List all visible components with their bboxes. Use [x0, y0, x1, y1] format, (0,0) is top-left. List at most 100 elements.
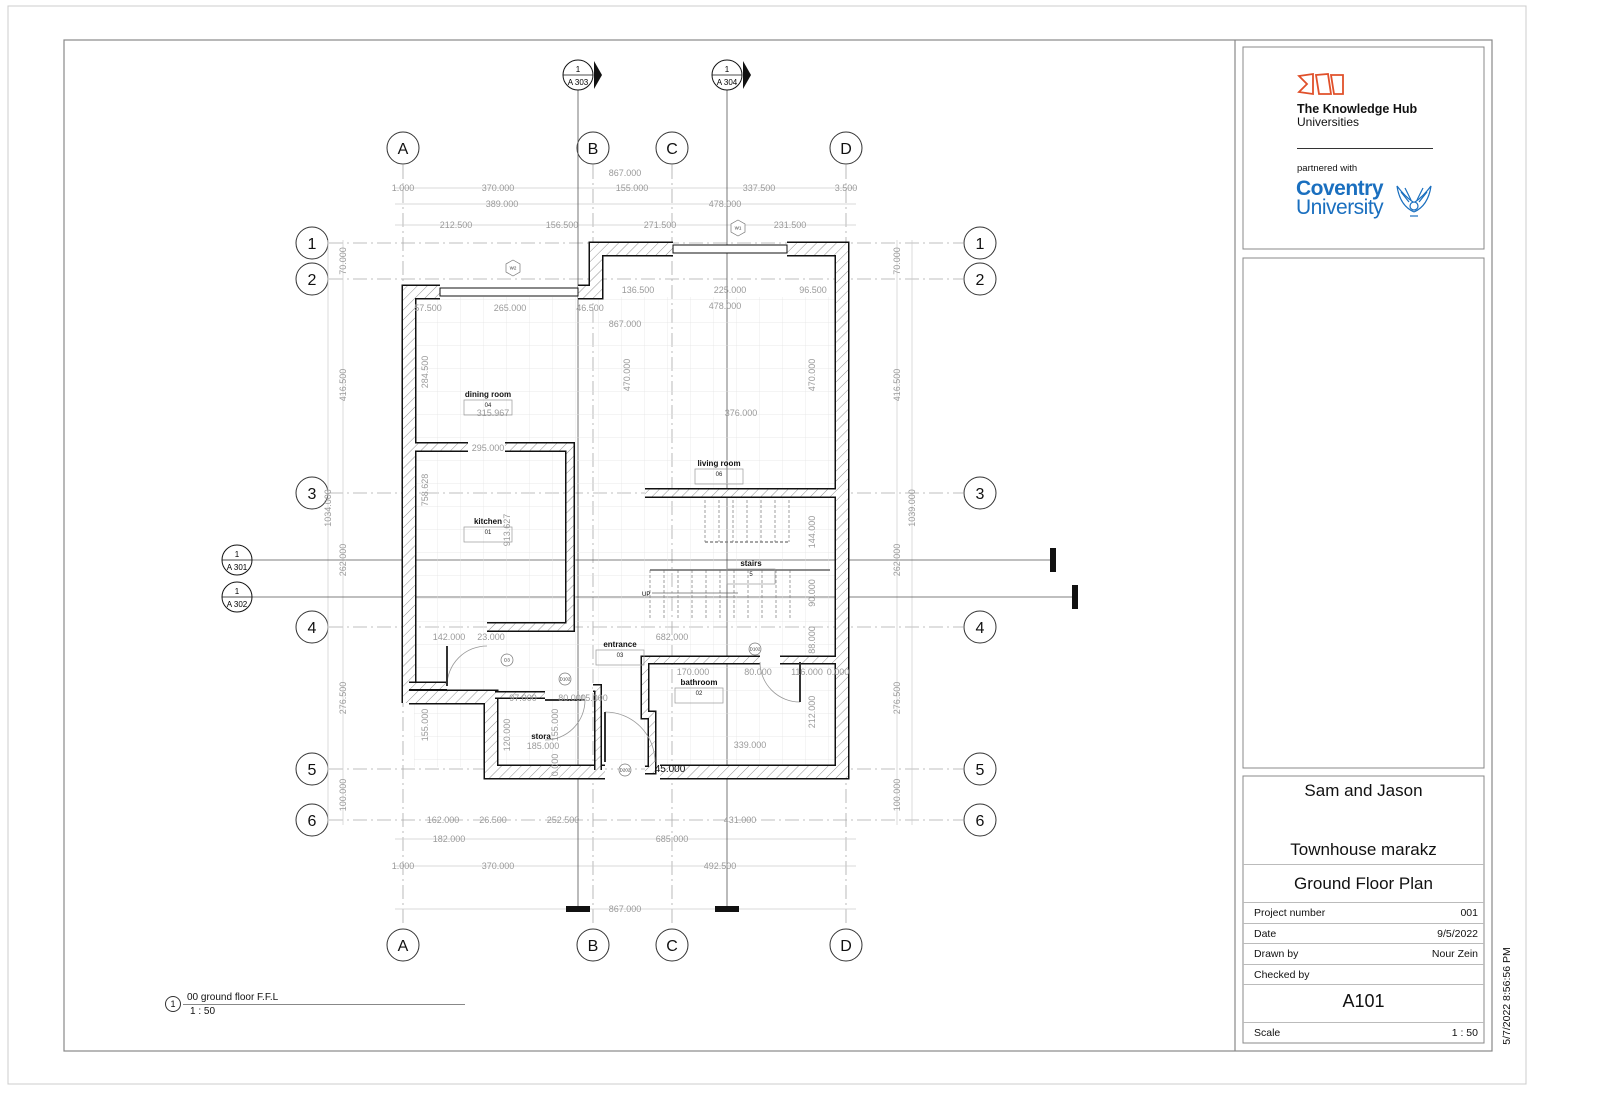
dimension-label: 1.000 [392, 183, 415, 193]
view-scale: 1 : 50 [190, 1006, 216, 1017]
room-number: 06 [716, 472, 723, 478]
tag-label: D102 [560, 677, 571, 682]
window-tag[interactable]: W2 [505, 259, 521, 277]
tag-label: W2 [510, 266, 517, 271]
grid-column-label: B [588, 141, 599, 158]
dimension-label: 276.500 [338, 682, 348, 715]
grid-bubble [655, 928, 689, 962]
logo-divider [1297, 148, 1433, 149]
dimension-label: 70.000 [892, 247, 902, 275]
door-tag[interactable]: D202 [618, 763, 632, 777]
dimension-label: 100.000 [338, 779, 348, 812]
room-name: living room [697, 459, 740, 468]
grid-row-label: 6 [308, 813, 317, 830]
dimension-label: 370.000 [482, 861, 515, 871]
grid-bubble [963, 476, 997, 510]
dimension-label: 170.000 [677, 667, 710, 677]
tb-line [1243, 963, 1484, 965]
scale-value: 1 : 50 [1451, 1027, 1478, 1039]
logo-panel [1242, 46, 1485, 250]
tag-label: D202 [620, 768, 631, 773]
room-number: 02 [696, 691, 703, 697]
window [672, 244, 788, 254]
dimension-label: 155.000 [616, 183, 649, 193]
section-sheet: A 303 [568, 78, 589, 87]
phoenix-icon [1396, 185, 1432, 217]
stair-treads [649, 500, 830, 620]
door-tag[interactable]: D102 [558, 672, 572, 686]
grid-bubble [963, 610, 997, 644]
dimension-label: 88.000 [807, 626, 817, 654]
room-name: dining room [465, 390, 511, 399]
section-sheet: A 304 [717, 78, 738, 87]
tag-label: D102 [750, 647, 761, 652]
grid-bubble [386, 131, 420, 165]
dimension-label: 682.000 [656, 632, 689, 642]
dimension-label: 155.000 [420, 709, 430, 742]
door [604, 711, 656, 763]
dimension-label: 231.500 [774, 220, 807, 230]
grid-bubble [829, 131, 863, 165]
room-number: 5 [749, 572, 753, 578]
dimension-label: 15.000 [580, 693, 608, 703]
dimension-label: 97.000 [509, 693, 537, 703]
room-name: entrance [603, 640, 637, 649]
org-sub: Universities [1297, 115, 1360, 129]
dimension-label: 90.000 [807, 579, 817, 607]
coventry-logo: Coventry University [1296, 177, 1384, 219]
page-frame [7, 5, 1527, 1085]
tb-row-value: Nour Zein [1431, 948, 1478, 960]
dimension-label: 339.000 [734, 740, 767, 750]
view-number: 1 [170, 999, 176, 1009]
dimension-label: 0.000 [550, 754, 560, 777]
blank-panel [1242, 257, 1485, 769]
sheet-border [63, 39, 1493, 1052]
grid-column-label: C [666, 938, 678, 955]
grid-bubble [963, 752, 997, 786]
grid-column-label: D [840, 141, 852, 158]
dimension-label: 80.000 [744, 667, 772, 677]
dimension-label: 100.000 [892, 779, 902, 812]
window-tag[interactable]: W1 [730, 219, 746, 237]
dimension-label: 370.000 [482, 183, 515, 193]
window [439, 287, 579, 297]
coventry-line1: Coventry [1296, 177, 1384, 200]
grid-column-label: B [588, 938, 599, 955]
tag-label: D3 [504, 658, 510, 663]
view-number-bubble: 1 [165, 996, 181, 1012]
grid-bubble [963, 803, 997, 837]
door-tag[interactable]: D3 [500, 653, 514, 667]
section-number: 1 [235, 550, 240, 559]
room-tag[interactable]: dining room 04 [463, 390, 513, 416]
dimension-label: 212.500 [440, 220, 473, 230]
room-tag[interactable]: stora [531, 732, 551, 741]
dimension-label: 271.500 [644, 220, 677, 230]
dimension-label: 162.000 [427, 815, 460, 825]
dimension-label: 478.000 [709, 199, 742, 209]
room-name: stora [531, 732, 551, 741]
coventry-line2: University [1296, 196, 1384, 219]
dimension-label: 45.000 [655, 764, 686, 775]
grid-row-label: 6 [976, 813, 985, 830]
door-tag[interactable]: D102 [748, 642, 762, 656]
room-number: 04 [485, 403, 492, 409]
dimension-label: 156.500 [546, 220, 579, 230]
grid-column-label: C [666, 141, 678, 158]
dimension-label: 120.000 [502, 719, 512, 752]
room-tag[interactable]: living room 06 [694, 459, 744, 485]
dimension-label: 1.000 [392, 861, 415, 871]
tb-row-label: Project number [1254, 907, 1326, 919]
section-number: 1 [576, 65, 581, 74]
grid-bubble [963, 262, 997, 296]
stair-up-label: UP [642, 592, 650, 598]
grid-row-label: 5 [308, 762, 317, 779]
tb-line [1243, 943, 1484, 944]
section-sheet: A 302 [227, 600, 248, 609]
dimension-label: 57.500 [414, 303, 442, 313]
dimension-label: 262.000 [338, 544, 348, 577]
